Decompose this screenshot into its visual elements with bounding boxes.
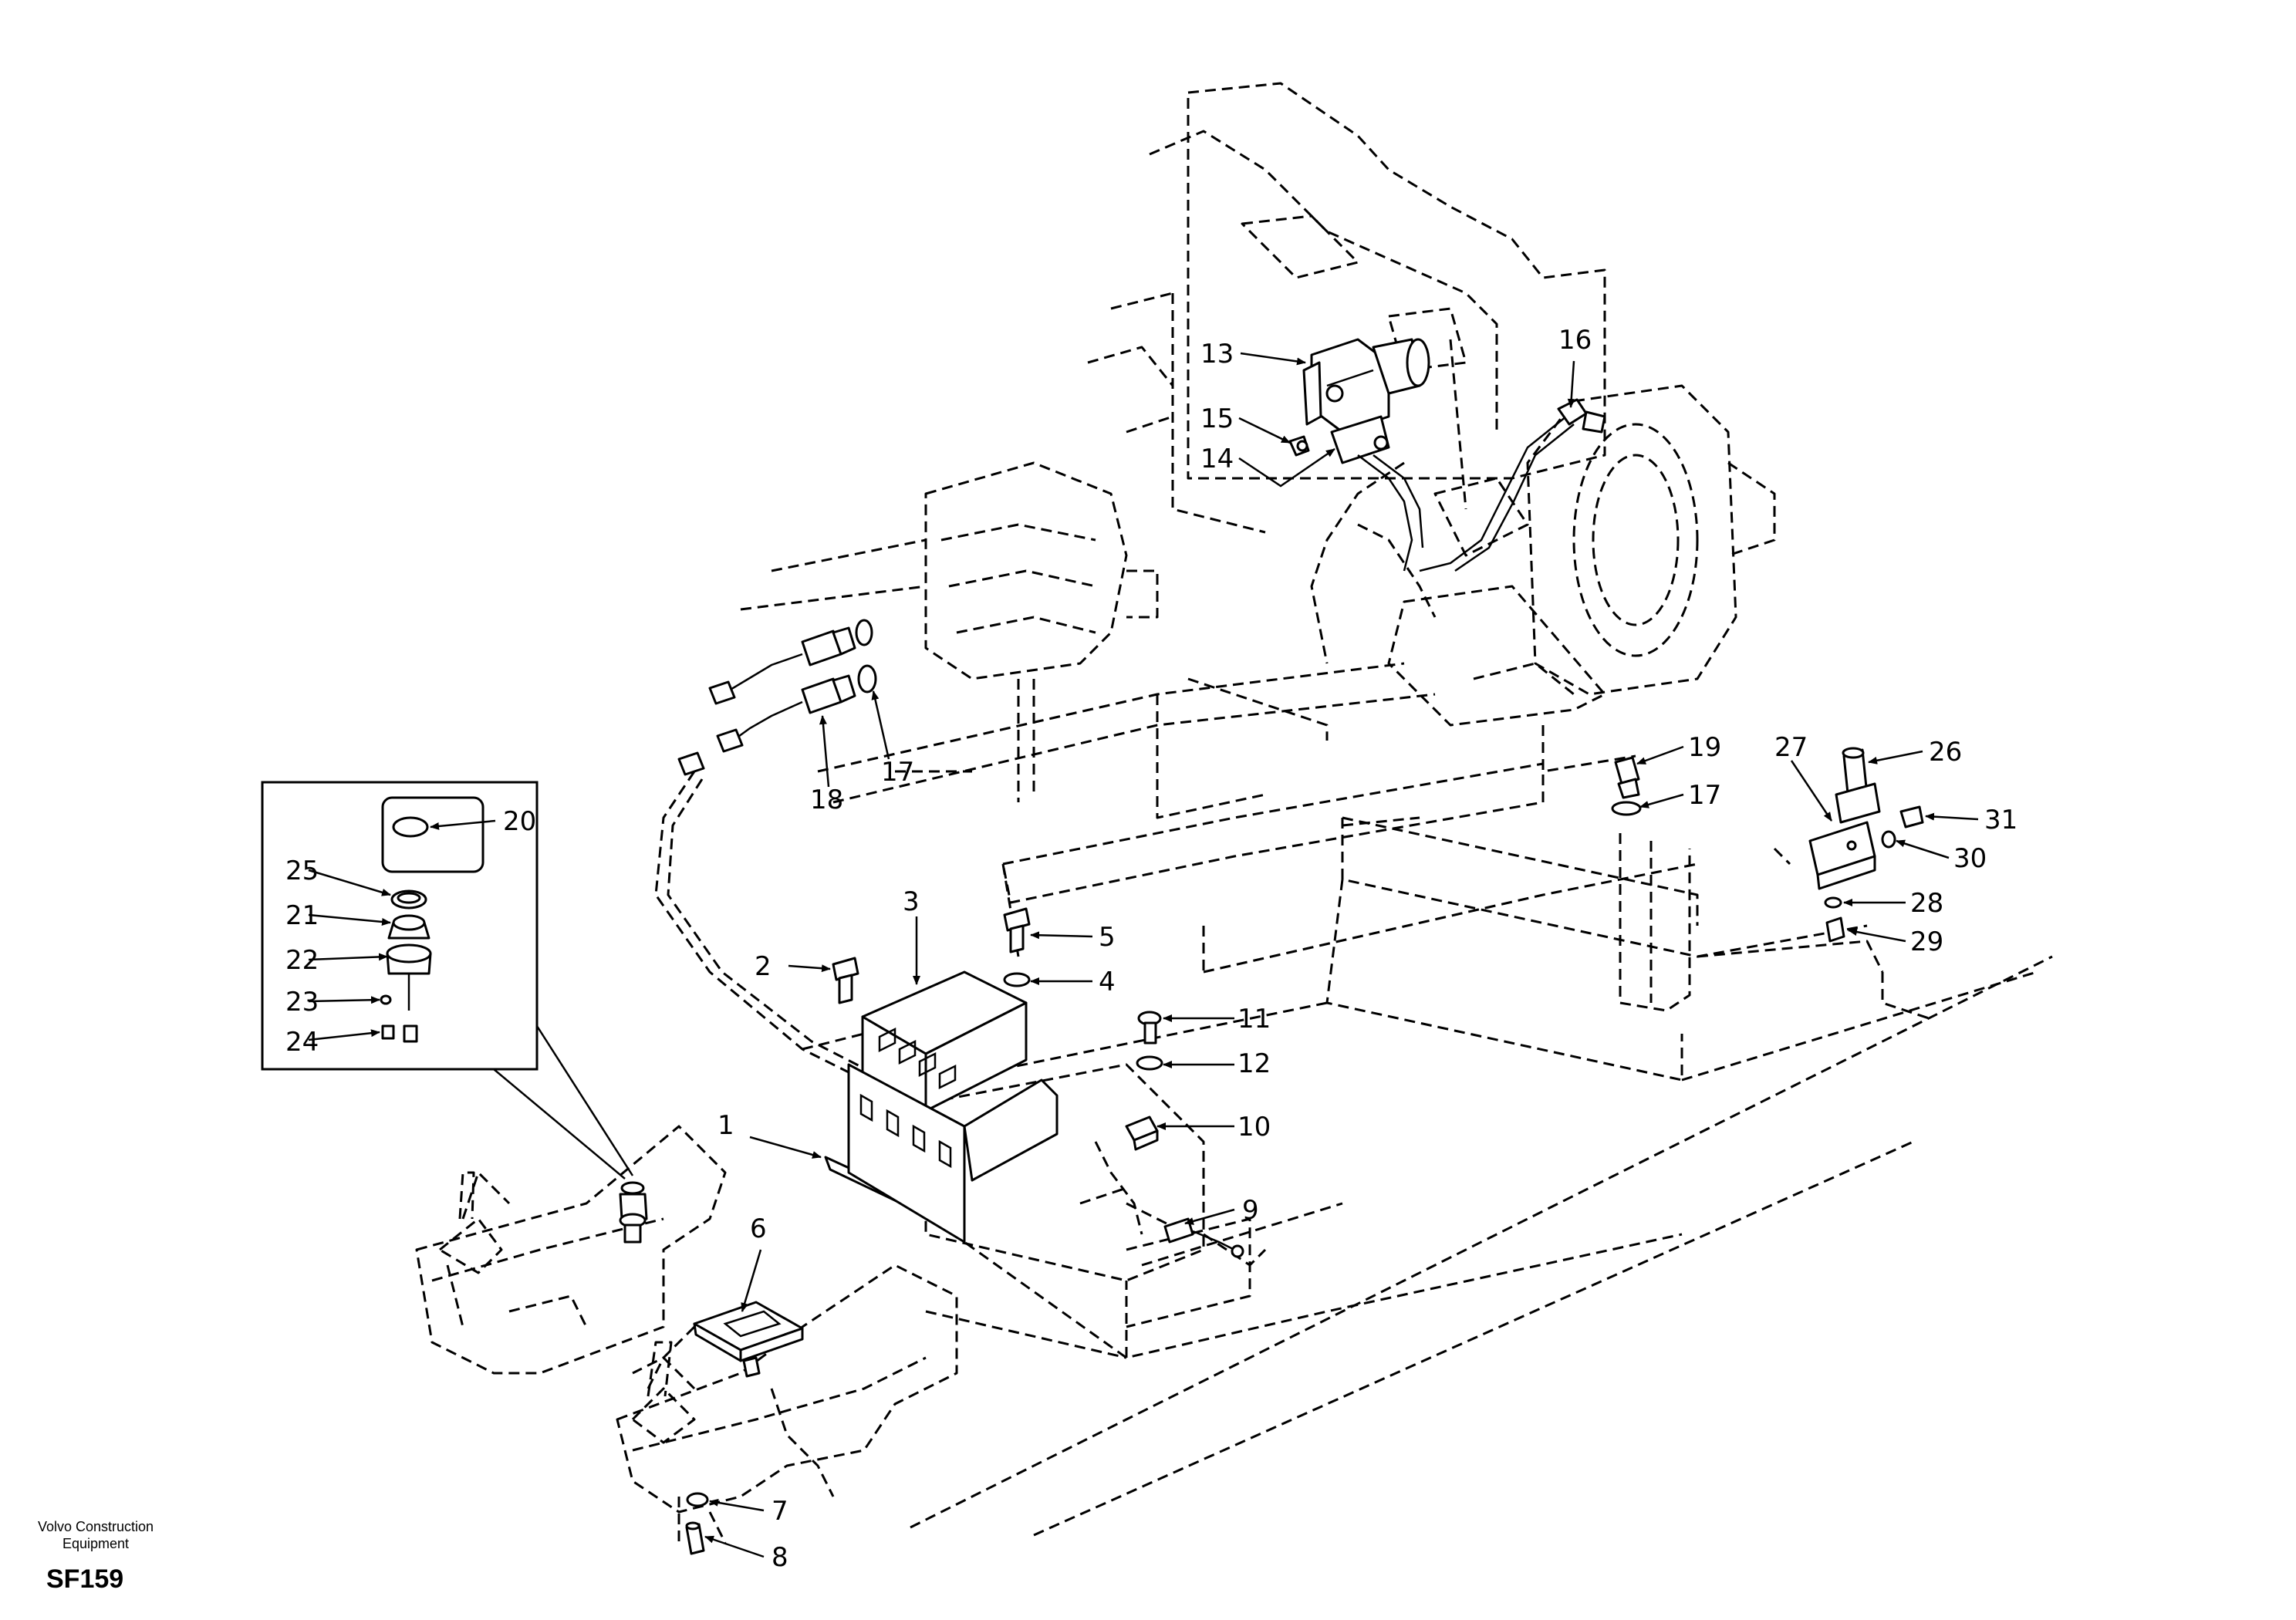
callout-17: 17 — [881, 757, 914, 788]
washer-part-30 — [1881, 830, 1896, 849]
callout-labels: 1 2 3 4 5 6 7 8 9 10 11 12 13 14 15 16 1… — [285, 325, 2017, 1573]
control-valve-outline — [740, 461, 1159, 802]
diagram-code: SF159 — [46, 1564, 124, 1594]
callout-24: 24 — [285, 1027, 319, 1058]
lower-frame-outline — [909, 816, 2053, 1537]
callout-2: 2 — [755, 951, 772, 982]
right-joystick — [631, 1341, 696, 1444]
flywheel-housing-outline — [1387, 384, 1776, 727]
callout-19: 19 — [1688, 732, 1721, 763]
callout-4: 4 — [1099, 967, 1116, 997]
washer-part-12 — [1136, 1055, 1163, 1071]
washer-part-28 — [1824, 896, 1842, 909]
callout-10: 10 — [1237, 1112, 1271, 1142]
bracket-part-27 — [1808, 821, 1876, 890]
callout-31: 31 — [1984, 805, 2017, 835]
wiring-harness — [632, 461, 1437, 1544]
relay-box-part-3 — [861, 970, 1028, 1112]
brand-name-line1: Volvo Construction — [37, 1519, 154, 1534]
callout-13: 13 — [1200, 339, 1234, 370]
callout-5: 5 — [1099, 922, 1116, 953]
switch-panel-part-6 — [693, 1301, 804, 1378]
callout-1: 1 — [718, 1110, 734, 1141]
callout-25: 25 — [285, 856, 319, 886]
bracket-part-14 — [1330, 415, 1424, 572]
bolt-part-5 — [1003, 907, 1031, 953]
engine-block-outline — [1087, 82, 1606, 534]
detail-inset — [261, 781, 634, 1180]
callout-15: 15 — [1200, 403, 1234, 434]
solenoid-valve-part-13 — [1302, 338, 1430, 434]
brand-name-line2: Equipment — [62, 1536, 130, 1551]
callout-11: 11 — [1237, 1004, 1271, 1034]
callout-21: 21 — [285, 900, 319, 931]
knob-part-7 — [686, 1492, 709, 1507]
callout-3: 3 — [903, 886, 920, 917]
screw-part-29 — [1825, 916, 1845, 943]
callout-12: 12 — [1237, 1048, 1271, 1079]
connector-part-10 — [1125, 1115, 1159, 1151]
washer-part-4 — [1003, 972, 1031, 987]
callout-6: 6 — [750, 1213, 767, 1244]
callout-28: 28 — [1910, 888, 1943, 919]
callout-9: 9 — [1242, 1195, 1259, 1226]
callout-18: 18 — [810, 785, 843, 815]
callout-22: 22 — [285, 945, 319, 976]
left-control-console-outline — [415, 1125, 727, 1375]
callout-29: 29 — [1910, 926, 1943, 957]
lever-part-8 — [685, 1521, 705, 1555]
bolt-part-2 — [832, 957, 859, 1004]
callout-17-second: 17 — [1688, 780, 1721, 811]
switch-part-26 — [1835, 747, 1881, 824]
sensor-part-19 — [1611, 756, 1642, 816]
callout-7: 7 — [772, 1496, 788, 1527]
callout-26: 26 — [1929, 737, 1962, 768]
pressure-sensor-part-18 — [677, 626, 856, 776]
bolt-part-11 — [1137, 1011, 1162, 1045]
o-ring-part-17 — [855, 619, 877, 694]
callout-27: 27 — [1774, 732, 1808, 763]
upper-frame-outline — [817, 662, 1636, 957]
left-joystick — [438, 1171, 503, 1274]
callout-23: 23 — [285, 987, 319, 1018]
callout-30: 30 — [1953, 843, 1987, 874]
fuse-box-mount-outline — [924, 1063, 1251, 1328]
leader-lines — [308, 352, 1979, 1558]
callout-8: 8 — [772, 1542, 788, 1573]
screw-part-31 — [1899, 805, 1924, 829]
callout-20: 20 — [503, 806, 536, 837]
console-switch-assembly — [619, 1181, 648, 1244]
callout-14: 14 — [1200, 444, 1234, 474]
screw-part-15 — [1288, 435, 1310, 457]
harness-part-16 — [1419, 398, 1606, 572]
callout-16: 16 — [1558, 325, 1592, 356]
mounting-bracket-part-1 — [824, 1063, 1059, 1244]
